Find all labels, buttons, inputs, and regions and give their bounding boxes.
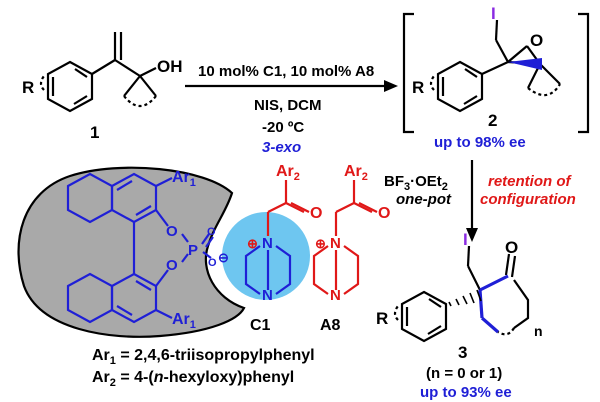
c1-dabco-cage bbox=[244, 245, 292, 295]
a8-structure bbox=[312, 180, 378, 295]
c1-n-upper: N bbox=[262, 235, 273, 252]
compound-1-structure bbox=[39, 32, 157, 113]
intermediate-bracket bbox=[402, 12, 590, 134]
retention-line-2: configuration bbox=[480, 191, 576, 208]
r-label-1: R bbox=[22, 78, 34, 97]
ar1-definition: Ar1 = 2,4,6-triisopropylphenyl bbox=[92, 347, 315, 367]
exo-label: 3-exo bbox=[262, 139, 301, 156]
ketone-o-label: O bbox=[505, 238, 518, 257]
p-anion-o-label: O bbox=[208, 257, 217, 269]
reaction-arrow-2 bbox=[466, 160, 478, 242]
p-oxo-label: O bbox=[207, 226, 216, 238]
phosphorus-label: P bbox=[188, 242, 198, 259]
catalyst-label: C1 bbox=[250, 317, 271, 334]
bf3-label: BF3·OEt2 bbox=[384, 173, 448, 193]
o-upper-label: O bbox=[166, 223, 178, 240]
o-lower-label: O bbox=[166, 257, 178, 274]
compound-1-number: 1 bbox=[90, 123, 99, 142]
retention-line-1: retention of bbox=[488, 173, 572, 190]
condition-line-1: 10 mol% C1, 10 mol% A8 bbox=[198, 63, 374, 80]
catalyst-pocket bbox=[17, 166, 246, 338]
epoxide-o-label: O bbox=[530, 31, 543, 50]
minus-charge-c1: ⊖ bbox=[218, 250, 229, 265]
condition-line-2: NIS, DCM bbox=[254, 97, 322, 114]
a8-ar2-label: Ar2 bbox=[344, 163, 368, 183]
one-pot-label: one-pot bbox=[396, 191, 452, 208]
n-subscript: n bbox=[534, 323, 543, 339]
compound-2-number: 2 bbox=[488, 111, 497, 130]
additive-label: A8 bbox=[320, 317, 341, 334]
compound-3-blue-ring bbox=[478, 274, 509, 334]
c1-cation-structure bbox=[266, 180, 310, 236]
compound-3-number: 3 bbox=[458, 343, 467, 362]
compound-2-wedge bbox=[508, 58, 542, 70]
a8-n-upper: N bbox=[330, 235, 341, 252]
ee-label-2: up to 98% ee bbox=[434, 134, 526, 151]
compound-3-structure bbox=[393, 245, 530, 343]
compound-3-hashed-bond bbox=[448, 289, 482, 307]
reaction-arrow-1 bbox=[185, 80, 398, 92]
c1-ar2-label: Ar2 bbox=[276, 163, 300, 183]
c1-carbonyl-o: O bbox=[310, 205, 322, 222]
iodo-label-3: I bbox=[463, 230, 468, 249]
ion-pair-circle bbox=[222, 212, 310, 300]
oh-label: OH bbox=[157, 57, 183, 76]
ar2-definition: Ar2 = 4-(n-hexyloxy)phenyl bbox=[92, 369, 294, 389]
ee-label-3: up to 93% ee bbox=[420, 384, 512, 401]
a8-n-lower: N bbox=[330, 287, 341, 304]
n-note: (n = 0 or 1) bbox=[426, 365, 502, 382]
c1-plus: ⊕ bbox=[247, 236, 258, 251]
r-label-3: R bbox=[376, 309, 388, 328]
condition-line-3: -20 ºC bbox=[262, 119, 304, 136]
iodo-label-2: I bbox=[491, 4, 496, 23]
c1-n-lower: N bbox=[262, 287, 273, 304]
a8-plus: ⊕ bbox=[315, 236, 326, 251]
phosphate-backbone bbox=[66, 172, 214, 324]
r-label-2: R bbox=[412, 78, 424, 97]
a8-carbonyl-o: O bbox=[378, 205, 390, 222]
